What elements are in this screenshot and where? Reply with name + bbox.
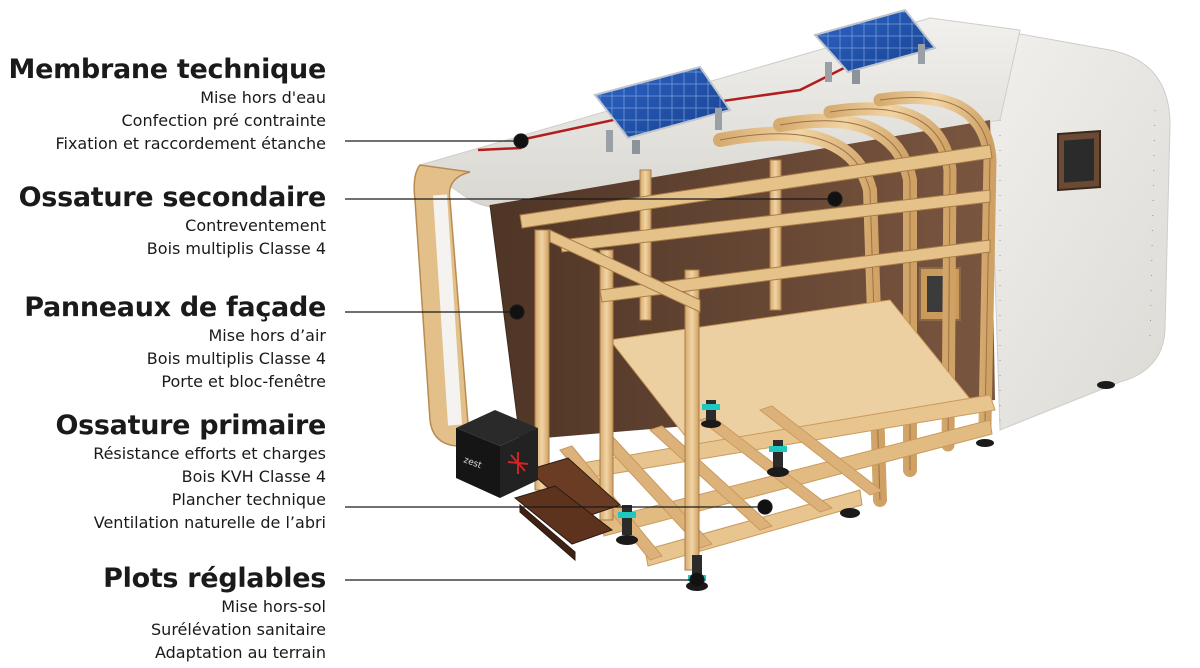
entry-steps [513,457,621,562]
end-window [1057,130,1101,192]
label-title: Panneaux de façade [24,292,326,323]
leader-dot-primary [757,499,773,515]
leader-dot-membrane [513,133,529,149]
label-title: Ossature primaire [55,410,326,441]
label-line: Mise hors-sol [221,597,326,616]
wall-posts [534,159,782,571]
label-panneaux-facade: Panneaux de façade Mise hors d’air Bois … [24,292,326,393]
label-line: Résistance efforts et charges [93,444,326,463]
label-line: Mise hors d'eau [200,88,326,107]
solar-panel-right [813,8,937,84]
label-line: Bois multiplis Classe 4 [146,349,326,368]
label-plots-reglables: Plots réglables Mise hors-sol Surélévati… [103,563,326,664]
roof-beams [519,144,993,313]
label-title: Membrane technique [8,54,327,85]
leader-lines [345,133,843,588]
label-line: Plancher technique [171,490,326,509]
leader-dot-facade [509,304,525,320]
label-ossature-primaire: Ossature primaire Résistance efforts et … [55,410,326,534]
label-line: Contreventement [185,216,326,235]
label-line: Surélévation sanitaire [151,620,326,639]
leader-dot-secondary [827,191,843,207]
front-profile [413,164,471,449]
zest-cube: zest [456,410,538,498]
solar-panel-left [593,65,732,154]
leader-dot-plots [689,572,705,588]
adjustable-feet [616,381,1115,591]
label-ossature-secondaire: Ossature secondaire Contreventement Bois… [18,182,327,260]
label-line: Ventilation naturelle de l’abri [93,513,326,532]
label-line: Adaptation au terrain [154,643,326,662]
label-membrane-technique: Membrane technique Mise hors d'eau Confe… [9,54,327,155]
label-title: Plots réglables [103,563,326,594]
label-line: Bois multiplis Classe 4 [146,239,326,258]
label-title: Ossature secondaire [18,182,327,213]
label-line: Porte et bloc-fenêtre [161,372,326,391]
label-line: Fixation et raccordement étanche [55,134,326,153]
cube-star-icon [507,452,529,474]
end-shell-membrane [929,17,1171,431]
label-line: Confection pré contrainte [121,111,326,130]
label-line: Bois KVH Classe 4 [181,467,326,486]
label-line: Mise hors d’air [208,326,326,345]
